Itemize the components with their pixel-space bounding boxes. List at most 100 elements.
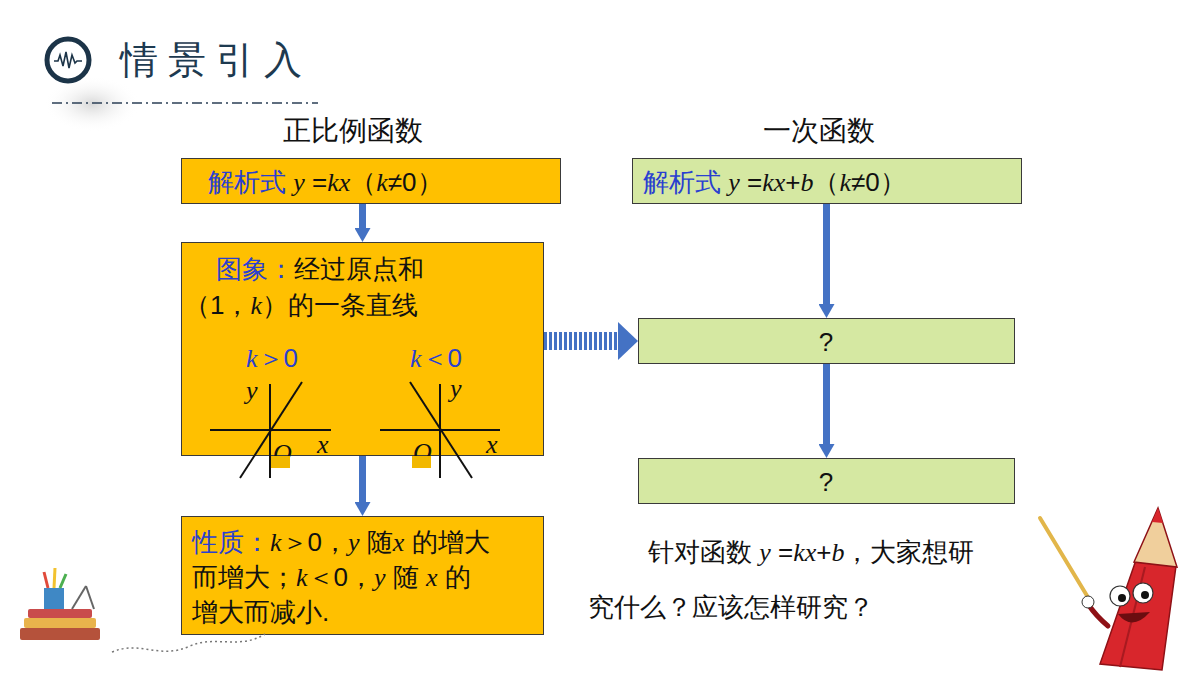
text-run: 随	[386, 562, 426, 592]
math-symbol: x	[317, 430, 329, 459]
text-run: （	[350, 167, 376, 197]
text-run: ?	[819, 467, 833, 497]
text-run: ≠0）	[851, 167, 906, 197]
text-run: 解析式	[643, 167, 721, 197]
flow-arrow	[823, 204, 830, 304]
cup-pencil	[60, 574, 66, 588]
pencil-stripe	[1120, 567, 1145, 667]
pencil-hand	[1082, 596, 1094, 608]
text-run: 解析式	[208, 167, 286, 197]
info-box: ?	[638, 458, 1015, 504]
pencil-cup	[44, 588, 64, 609]
math-symbol: k	[296, 563, 308, 592]
pencil-body	[1100, 560, 1176, 670]
box-text: 性质：k＞0，y 随x 的增大 而增大；k＜0，y 随 x 的 增大而减小.	[192, 525, 537, 630]
pencil-mouth	[1118, 612, 1150, 623]
pencil-eye	[1110, 586, 1130, 606]
math-symbol: O	[413, 438, 432, 467]
math-symbol: y	[348, 528, 360, 557]
text-run: 一次函数	[763, 115, 875, 146]
transfer-arrow	[544, 332, 618, 350]
compass	[86, 586, 94, 609]
text-run: ＞0，	[282, 527, 348, 557]
text-run: =	[771, 537, 793, 567]
graph-box: 图象：经过原点和 （1，k）的一条直线k＞0k＜0yOxyOx	[181, 242, 544, 456]
math-symbol: b	[831, 538, 844, 567]
x-axis	[210, 429, 331, 431]
graph-label: O	[273, 436, 292, 471]
flow-arrow	[359, 456, 366, 502]
math-symbol: kx	[327, 168, 350, 197]
flow-arrow	[823, 364, 830, 444]
box-text: 解析式 y =kx（k≠0）	[208, 165, 558, 200]
graph-label: x	[317, 427, 329, 462]
dotted-trail	[112, 634, 265, 652]
graph-line	[240, 382, 302, 478]
graph-line	[410, 382, 472, 478]
pointer-stick	[1040, 518, 1092, 604]
cup-pencil	[44, 572, 48, 588]
text-run: 随	[360, 527, 393, 557]
pencil-lead	[1152, 508, 1163, 523]
cup-pencil	[54, 568, 55, 588]
text-run: 针对函数	[648, 537, 759, 567]
text-run: 正比例函数	[283, 115, 423, 146]
math-symbol: k	[376, 168, 388, 197]
text-run: =	[305, 167, 327, 197]
label-patch	[271, 456, 290, 468]
text-run: =	[740, 167, 762, 197]
info-box: 解析式 y =kx（k≠0）	[181, 158, 561, 204]
graph-label: k＞0	[246, 341, 298, 376]
math-symbol: y	[246, 376, 258, 405]
column-heading: 正比例函数	[283, 112, 423, 150]
text-run: ≠0）	[388, 167, 443, 197]
text-run	[286, 167, 293, 197]
math-symbol: k	[246, 344, 258, 373]
x-axis	[380, 429, 500, 431]
info-box: ?	[638, 318, 1015, 364]
text-run: ?	[819, 327, 833, 357]
column-heading: 一次函数	[763, 112, 875, 150]
y-axis	[439, 384, 441, 478]
info-box: 解析式 y =kx+b（k≠0）	[632, 158, 1022, 204]
graph-label: x	[486, 427, 498, 462]
math-symbol: O	[273, 439, 292, 468]
math-symbol: x	[393, 528, 405, 557]
book	[28, 609, 92, 618]
wave-symbol	[54, 52, 82, 68]
graph-label: y	[246, 373, 258, 408]
math-symbol: y	[759, 538, 771, 567]
math-symbol: x	[486, 430, 498, 459]
label-patch	[412, 456, 431, 468]
text-run	[721, 167, 728, 197]
box-text: 解析式 y =kx+b（k≠0）	[643, 165, 1013, 200]
book	[24, 618, 96, 628]
flow-arrow	[359, 204, 366, 228]
math-symbol: y	[293, 168, 305, 197]
math-symbol: k	[250, 291, 262, 320]
graph-label: k＜0	[410, 341, 462, 376]
pencil-eye	[1133, 583, 1153, 603]
text-run: ＜0，	[308, 562, 374, 592]
graph-label: O	[413, 435, 432, 470]
info-box: 性质：k＞0，y 随x 的增大 而增大；k＜0，y 随 x 的 增大而减小.	[181, 516, 544, 635]
text-run: 图象：	[216, 254, 294, 284]
math-symbol: k	[410, 344, 422, 373]
math-symbol: b	[800, 168, 813, 197]
pencil-tip	[1134, 508, 1177, 567]
text-run: +	[785, 167, 800, 197]
text-run: +	[816, 537, 831, 567]
book	[20, 628, 100, 640]
pencil-pupil	[1141, 591, 1149, 599]
pencil-pupil	[1118, 594, 1126, 602]
math-symbol: kx	[793, 538, 816, 567]
y-axis	[269, 384, 271, 478]
box-text: 图象：经过原点和 （1，k）的一条直线	[184, 251, 484, 324]
pencil-arm	[1088, 604, 1108, 626]
math-symbol: y	[374, 563, 386, 592]
text-run: ＞0	[258, 343, 298, 373]
title-underline	[52, 102, 318, 104]
text-run: 性质：	[192, 527, 270, 557]
